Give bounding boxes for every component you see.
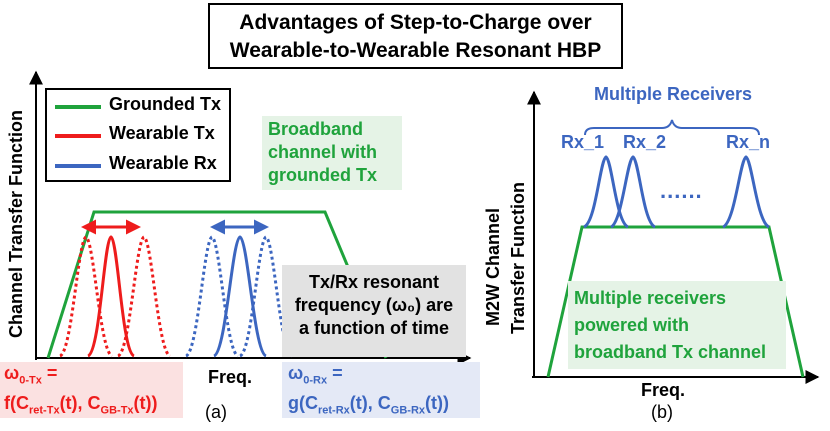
legend-swatch-blue bbox=[55, 164, 101, 168]
a-caption: (a) bbox=[205, 402, 227, 422]
legend-item-grounded-tx: Grounded Tx bbox=[47, 92, 229, 120]
a-x-axis-label: Freq. bbox=[208, 367, 253, 387]
tx-formula: ω0-Tx = f(Cret-Tx(t), CGB-Tx(t)) bbox=[0, 362, 183, 418]
rx2-label: Rx_2 bbox=[623, 132, 667, 152]
rx-formula-line-2: g(Cret-Rx(t), CGB-Rx(t)) bbox=[288, 392, 449, 417]
b-rxn-peak bbox=[722, 155, 770, 229]
receivers-note-line-2: powered with bbox=[574, 315, 690, 335]
a-blue-peak-right bbox=[238, 235, 294, 358]
broadband-line-2: channel with bbox=[268, 142, 378, 162]
rx-formula: ω0-Rx = g(Cret-Rx(t), CGB-Rx(t)) bbox=[282, 362, 480, 418]
b-y-axis-label-1: M2W Channel bbox=[483, 207, 503, 326]
b-x-axis-label: Freq. bbox=[641, 380, 686, 400]
receivers-title: Multiple Receivers bbox=[594, 84, 753, 104]
legend-swatch-red bbox=[55, 134, 101, 138]
resonant-line-2: frequency (ω₀) are bbox=[294, 295, 454, 315]
legend-item-wearable-tx: Wearable Tx bbox=[47, 121, 229, 149]
broadband-note: Broadband channel with grounded Tx bbox=[262, 116, 402, 190]
broadband-line-3: grounded Tx bbox=[268, 165, 377, 185]
legend: Grounded Tx Wearable Tx Wearable Rx bbox=[45, 88, 231, 182]
legend-label: Grounded Tx bbox=[109, 94, 221, 114]
receivers-note-line-1: Multiple receivers bbox=[574, 288, 727, 308]
tx-formula-line-2: f(Cret-Tx(t), CGB-Tx(t)) bbox=[4, 392, 158, 417]
b-rx2-peak bbox=[609, 155, 656, 229]
a-red-peak-left bbox=[58, 235, 114, 358]
b-caption: (b) bbox=[651, 402, 673, 422]
resonant-line-3: a function of time bbox=[299, 318, 449, 338]
receivers-note: Multiple receivers powered with broadban… bbox=[568, 281, 786, 369]
broadband-line-1: Broadband bbox=[268, 119, 364, 139]
resonant-note: Tx/Rx resonant frequency (ω₀) are a func… bbox=[282, 265, 466, 357]
legend-label: Wearable Tx bbox=[109, 123, 215, 143]
rxn-label: Rx_n bbox=[726, 132, 771, 152]
a-red-peak-right bbox=[116, 235, 172, 358]
b-y-axis-label-2: Transfer Function bbox=[508, 181, 528, 334]
a-blue-peak-center bbox=[212, 235, 268, 358]
rx-ellipsis: ...... bbox=[660, 178, 703, 203]
b-channel-curve bbox=[546, 225, 805, 378]
receivers-note-line-3: broadband Tx channel bbox=[574, 342, 767, 362]
legend-label: Wearable Rx bbox=[109, 153, 217, 173]
title-line-1: Advantages of Step-to-Charge over bbox=[239, 11, 592, 34]
rx-formula-line-1: ω0-Rx = bbox=[288, 363, 343, 387]
a-y-axis-label: Channel Transfer Function bbox=[6, 109, 26, 338]
title-box: Advantages of Step-to-Charge over Wearab… bbox=[208, 3, 623, 69]
legend-item-wearable-rx: Wearable Rx bbox=[47, 151, 229, 179]
b-rx1-peak bbox=[583, 155, 629, 229]
rx1-label: Rx_1 bbox=[561, 132, 605, 152]
a-red-peak-center bbox=[86, 235, 136, 358]
a-blue-peak-left bbox=[184, 235, 240, 358]
resonant-line-1: Tx/Rx resonant bbox=[308, 272, 440, 292]
tx-formula-line-1: ω0-Tx = bbox=[4, 363, 58, 387]
title-line-2: Wearable-to-Wearable Resonant HBP bbox=[229, 39, 602, 62]
b-receivers-bracket bbox=[584, 119, 760, 136]
legend-swatch-green bbox=[55, 105, 101, 109]
